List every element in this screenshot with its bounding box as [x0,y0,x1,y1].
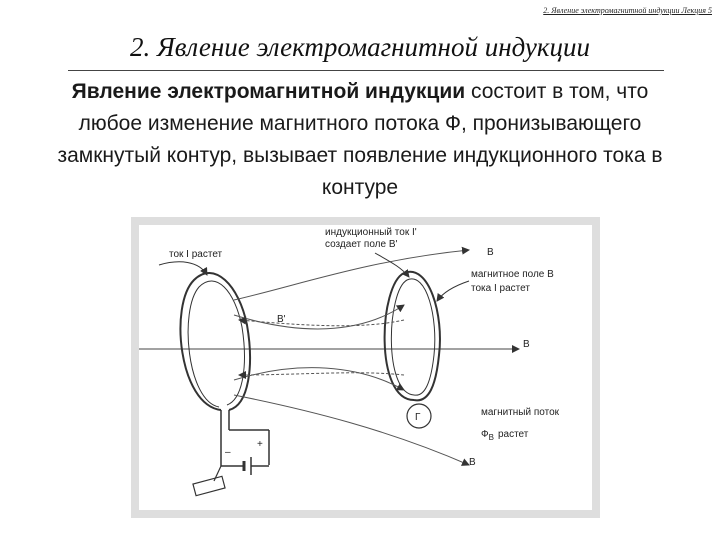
right-coil [383,270,441,402]
flux-symbol: Ф [481,429,489,440]
body-term: Явление электромагнитной индукции [71,80,466,103]
bprime-label: B' [277,314,286,325]
slide-title: 2. Явление электромагнитной индукции [129,32,591,62]
induction-diagram: + – ток I растет Г B' индукционный ток I… [139,227,560,497]
title-underline [68,70,664,71]
body-definition: состоит в том, что любое изменение магни… [57,80,663,199]
flux-label-1: магнитный поток [481,407,560,418]
flux-subscript: B [489,433,494,442]
battery-plus-label: + [257,439,263,450]
galvanometer [406,403,432,429]
flux-grows: растет [498,429,529,440]
induced-current-label: индукционный ток I' [325,227,417,238]
header-note: 2. Явление электромагнитной индукции Лек… [543,6,712,15]
battery-minus-label: – [225,447,231,458]
current-grows-label: ток I растет [169,249,223,260]
b-bottom-label: B [469,457,476,468]
induction-figure: + – ток I растет Г B' индукционный ток I… [131,217,600,518]
field-label-1: магнитное поле B [471,269,554,280]
galvanometer-label: Г [415,412,421,423]
b-axis-label: B [523,339,530,350]
b-top-label: B [487,247,494,258]
field-label-2: тока I растет [471,283,530,294]
slide-body-text: Явление электромагнитной индукции состои… [40,76,680,204]
rheostat [192,475,226,497]
induced-field-label: создает поле B' [325,239,398,250]
